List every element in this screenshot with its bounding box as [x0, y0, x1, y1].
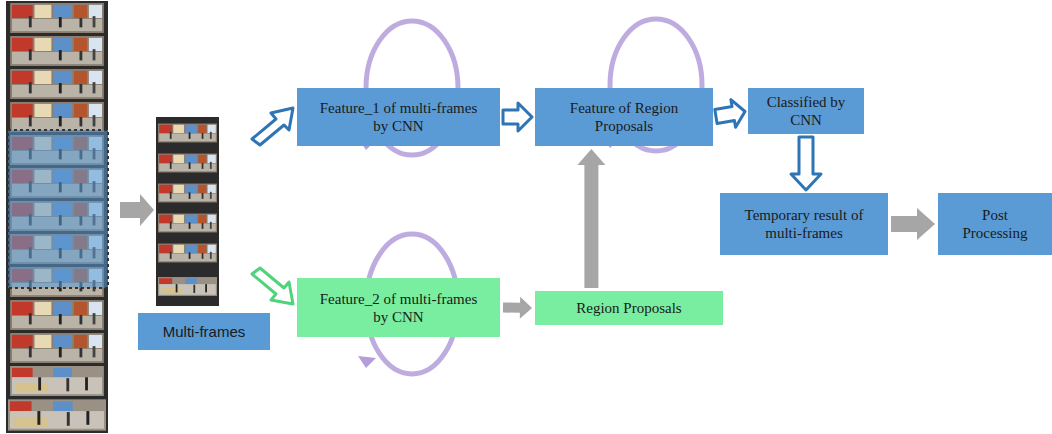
flow-arrow — [503, 297, 532, 319]
process-box: Post Processing — [938, 193, 1052, 255]
flow-arrow — [252, 268, 293, 304]
process-box: Classified by CNN — [748, 88, 864, 134]
process-box: Temporary result of multi-frames — [720, 193, 888, 255]
node-label: Temporary result of multi-frames — [729, 206, 879, 242]
node-label: Multi-frames — [163, 323, 246, 341]
label-box: Multi-frames — [138, 313, 270, 350]
node-label: Post Processing — [950, 206, 1040, 242]
node-label: Classified by CNN — [756, 93, 856, 129]
flow-arrow — [891, 208, 935, 240]
flow-arrow — [577, 149, 605, 288]
process-box: Region Proposals — [535, 291, 723, 325]
film-strip — [6, 1, 108, 433]
process-box: Feature_2 of multi-frames by CNN — [297, 278, 500, 337]
node-label: Feature of Region Proposals — [554, 99, 694, 135]
flow-arrow — [120, 194, 154, 226]
node-label: Feature_1 of multi-frames by CNN — [319, 99, 479, 135]
node-label: Region Proposals — [576, 299, 681, 317]
flow-arrow — [503, 103, 532, 131]
flow-arrow — [715, 100, 745, 128]
flow-arrow — [791, 137, 821, 190]
multi-frame-stack — [156, 117, 219, 306]
node-label: Feature_2 of multi-frames by CNN — [319, 290, 479, 326]
process-box: Feature of Region Proposals — [535, 88, 713, 146]
flow-arrow — [252, 108, 293, 145]
process-box: Feature_1 of multi-frames by CNN — [297, 88, 500, 146]
selection-window — [8, 130, 108, 288]
